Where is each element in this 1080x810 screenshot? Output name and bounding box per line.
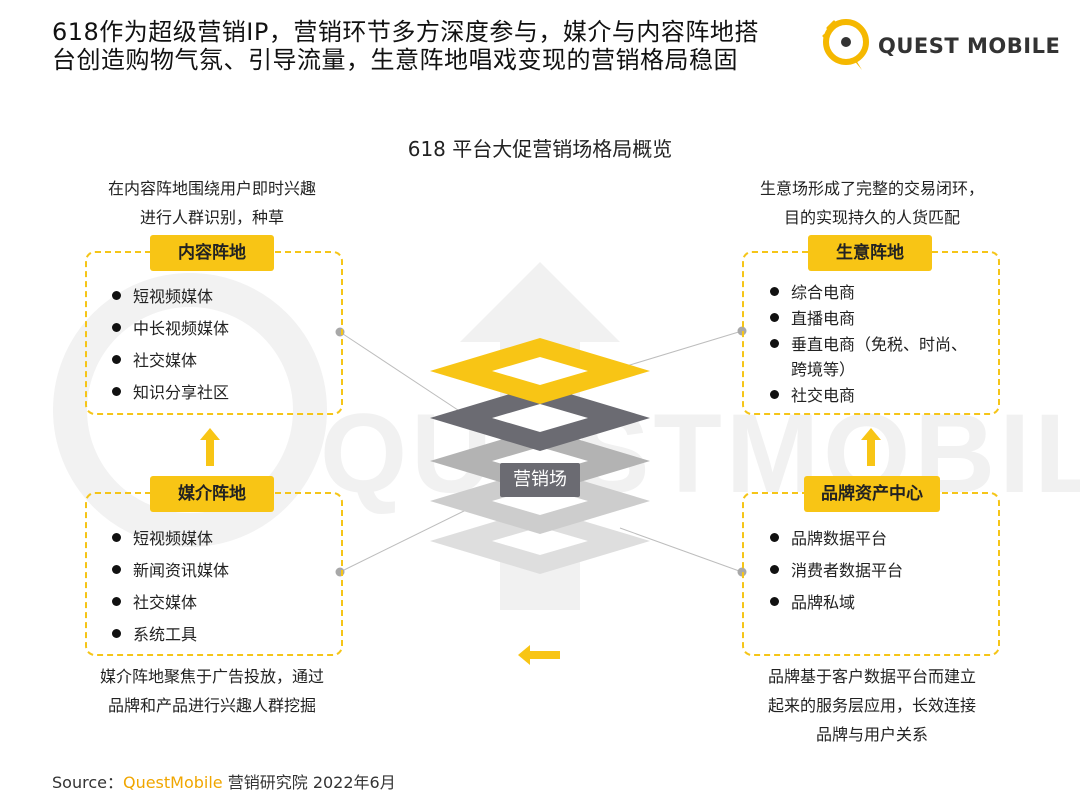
bullet-icon xyxy=(770,597,779,606)
bullet-icon xyxy=(112,597,121,606)
list-item: 品牌私域 xyxy=(770,589,855,613)
list-item: 中长视频媒体 xyxy=(112,315,229,339)
list-item: 新闻资讯媒体 xyxy=(112,557,229,581)
brand-asset-desc-line-1: 品牌基于客户数据平台而建立 xyxy=(767,667,976,686)
arrow-left-icon xyxy=(518,645,560,665)
list-item: 知识分享社区 xyxy=(112,379,229,403)
connector-bottom-right xyxy=(619,527,743,573)
list-item: 综合电商 xyxy=(770,279,855,303)
list-item: 社交媒体 xyxy=(112,347,197,371)
list-item: 系统工具 xyxy=(112,621,197,645)
layer-5 xyxy=(430,508,650,574)
layer-1-top xyxy=(430,338,650,404)
bullet-icon xyxy=(112,291,121,300)
business-field-desc-line-2: 目的实现持久的人货匹配 xyxy=(783,208,960,227)
bullet-icon xyxy=(112,533,121,542)
source-prefix: Source： xyxy=(52,773,123,792)
marketing-layer-stack xyxy=(430,338,650,574)
list-item: 社交电商 xyxy=(770,382,855,406)
arrow-up-left-icon xyxy=(200,428,220,466)
list-item: 短视频媒体 xyxy=(112,283,213,307)
logo-text: QUEST MOBILE xyxy=(878,34,1061,58)
connector-top-right xyxy=(619,330,743,369)
brand-asset-desc-line-2: 起来的服务层应用，长效连接 xyxy=(767,696,976,715)
arrow-up-right-icon xyxy=(861,428,881,466)
center-label: 营销场 xyxy=(500,463,580,497)
list-item: 垂直电商（免税、时尚、跨境等） xyxy=(770,331,967,379)
media-field-desc-line-2: 品牌和产品进行兴趣人群挖掘 xyxy=(107,696,316,715)
connector-bottom-left xyxy=(339,507,471,573)
diagram-title: 618 平台大促营销场格局概览 xyxy=(407,137,673,161)
bullet-icon xyxy=(112,629,121,638)
media-field-desc-line-1: 媒介阵地聚焦于广告投放，通过 xyxy=(99,667,324,686)
content-field-desc-line-1: 在内容阵地围绕用户即时兴趣 xyxy=(107,179,316,198)
bullet-icon xyxy=(770,313,779,322)
bullet-icon xyxy=(770,339,779,348)
source-suffix: 营销研究院 2022年6月 xyxy=(222,773,396,792)
list-item: 短视频媒体 xyxy=(112,525,213,549)
list-item: 社交媒体 xyxy=(112,589,197,613)
list-item: 消费者数据平台 xyxy=(770,557,903,581)
bullet-icon xyxy=(112,387,121,396)
bullet-icon xyxy=(770,287,779,296)
list-item: 直播电商 xyxy=(770,305,855,329)
questmobile-logo-icon xyxy=(822,19,869,70)
list-item-continuation: 跨境等） xyxy=(791,360,856,379)
bullet-icon xyxy=(112,355,121,364)
media-field-tag: 媒介阵地 xyxy=(150,476,274,512)
source-note: Source：QuestMobile 营销研究院 2022年6月 xyxy=(52,769,396,793)
page-title-line-2: 台创造购物气氛、引导流量，生意阵地唱戏变现的营销格局稳固 xyxy=(52,46,738,74)
bullet-icon xyxy=(770,533,779,542)
source-brand: QuestMobile xyxy=(122,773,223,792)
bullet-icon xyxy=(112,565,121,574)
business-field-desc-line-1: 生意场形成了完整的交易闭环， xyxy=(759,179,984,198)
bullet-icon xyxy=(770,390,779,399)
bullet-icon xyxy=(770,565,779,574)
business-field-tag: 生意阵地 xyxy=(808,235,932,271)
page-title-line-1: 618作为超级营销IP，营销环节多方深度参与，媒介与内容阵地搭 xyxy=(52,18,759,46)
layer-2 xyxy=(430,385,650,451)
list-item: 品牌数据平台 xyxy=(770,525,887,549)
bullet-icon xyxy=(112,323,121,332)
brand-asset-desc-line-3: 品牌与用户关系 xyxy=(815,725,928,744)
content-field-tag: 内容阵地 xyxy=(150,235,274,271)
connector-top-left xyxy=(339,331,471,419)
brand-asset-center-tag: 品牌资产中心 xyxy=(804,476,940,512)
content-field-desc-line-2: 进行人群识别，种草 xyxy=(139,208,284,227)
